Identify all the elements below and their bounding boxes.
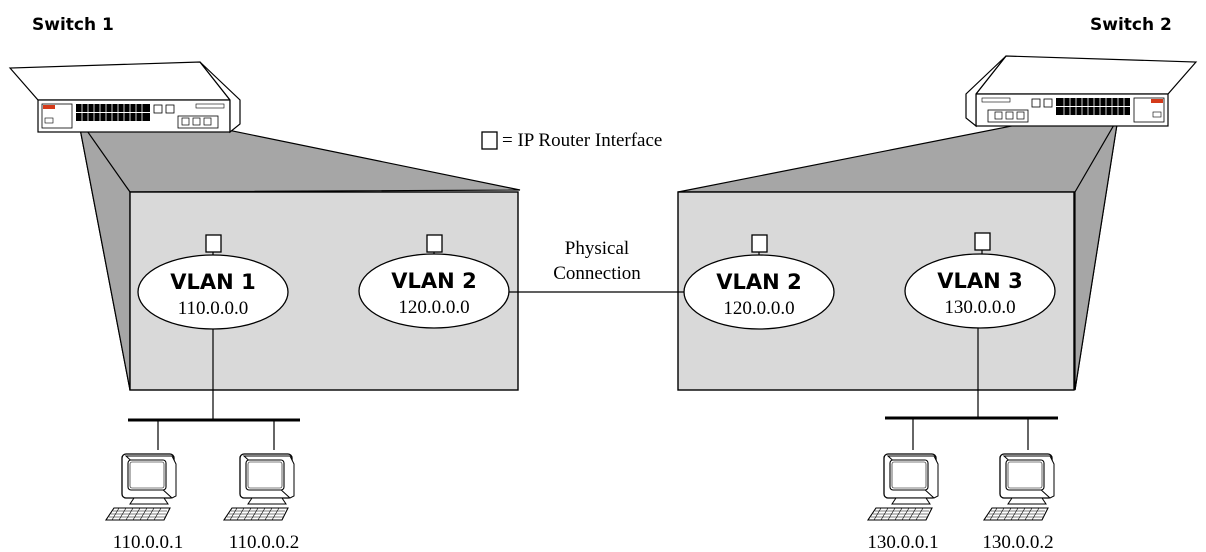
host-ip-label: 110.0.0.1 — [113, 532, 184, 552]
vlan-ellipse — [683, 254, 835, 330]
computer-icon — [867, 453, 939, 521]
host-ip-label: 130.0.0.1 — [867, 532, 938, 552]
router-interface-icon — [974, 232, 991, 251]
vlan-name: VLAN 3 — [937, 269, 1022, 293]
physical-connection-label-line2: Connection — [553, 263, 641, 284]
switch1-label: Switch 1 — [32, 15, 114, 35]
vlan-name: VLAN 2 — [716, 270, 801, 294]
computer-icon — [223, 453, 295, 521]
vlan-subnet: 120.0.0.0 — [398, 297, 469, 318]
lan-segment-left — [128, 329, 300, 450]
host-ip-label: 110.0.0.2 — [229, 532, 300, 552]
router-interface-icon — [426, 234, 443, 253]
switch2-device — [965, 55, 1197, 127]
vlan-name: VLAN 1 — [170, 270, 255, 294]
vlan-ellipse — [358, 253, 510, 329]
lan-segment-right — [885, 328, 1058, 450]
switch2-label: Switch 2 — [1090, 15, 1172, 35]
router-interface-icon — [751, 234, 768, 253]
vlan-subnet: 130.0.0.0 — [944, 297, 1015, 318]
computer-icon — [983, 453, 1055, 521]
physical-connection-label-line1: Physical — [565, 238, 629, 259]
vlan-subnet: 120.0.0.0 — [723, 298, 794, 319]
vlan-subnet: 110.0.0.0 — [178, 298, 249, 319]
vlan-name: VLAN 2 — [391, 269, 476, 293]
router-interface-icon — [205, 234, 222, 253]
router-interface-legend-icon — [481, 131, 498, 150]
host-ip-label: 130.0.0.2 — [982, 532, 1053, 552]
switch1-device — [9, 61, 241, 133]
vlan-ellipse — [904, 253, 1056, 329]
router-interface-legend-text: = IP Router Interface — [502, 130, 662, 151]
computer-icon — [105, 453, 177, 521]
